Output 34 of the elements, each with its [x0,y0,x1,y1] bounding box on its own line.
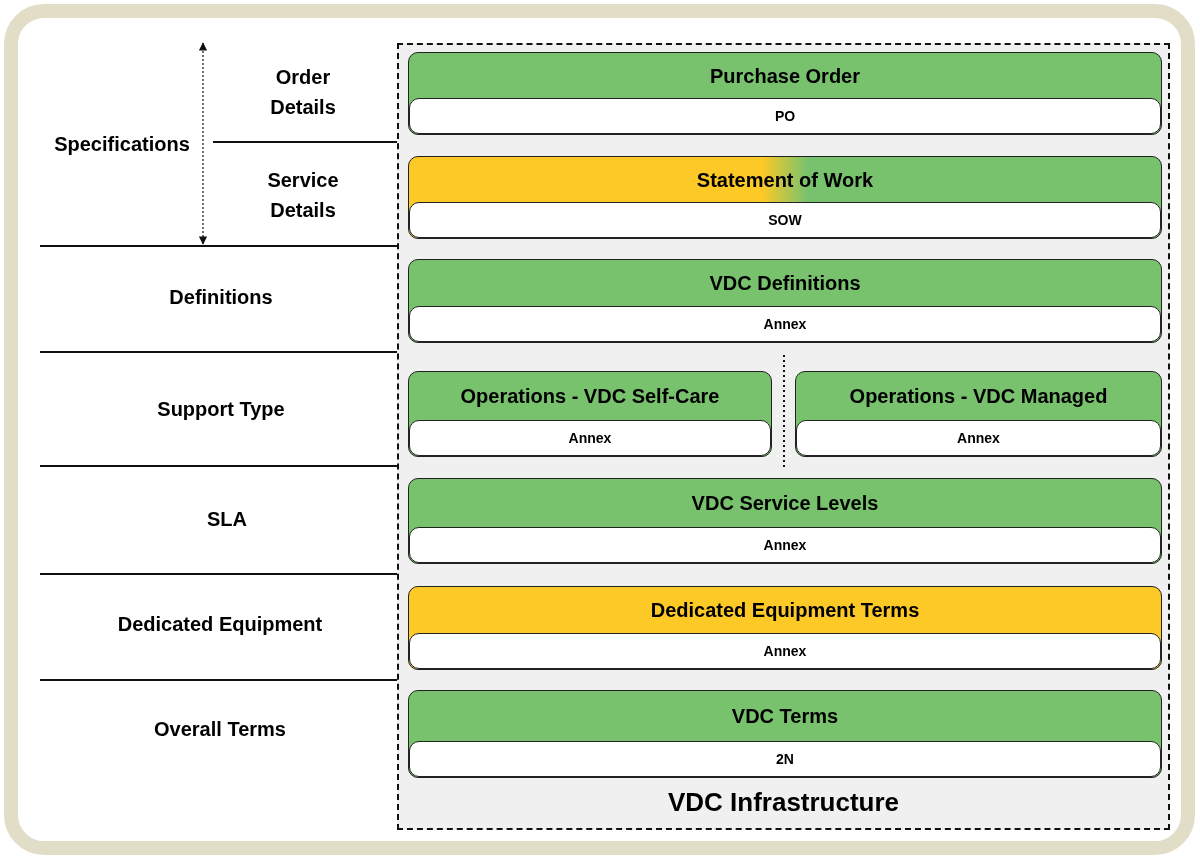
card-title: Dedicated Equipment Terms [650,598,920,623]
row-label: Order Details [269,65,337,120]
annex-box: Annex [409,420,771,456]
card-title: Operations - VDC Managed [849,384,1108,409]
card-title: VDC Definitions [709,271,861,296]
card-title: Statement of Work [696,167,874,193]
annex-box: PO [409,98,1161,134]
annex-box: Annex [409,633,1161,669]
document-card [408,156,1162,239]
annex-box: Annex [796,420,1161,456]
document-card [408,586,1162,670]
row-label: Specifications [53,132,191,157]
card-title: Purchase Order [709,63,861,89]
document-card [408,690,1162,778]
document-card [408,371,772,457]
row-label: Definitions [168,285,274,310]
container-title: VDC Infrastructure [667,786,900,819]
row-label: Service Details [266,168,340,223]
infrastructure-container [397,43,1170,830]
annex-box: SOW [409,202,1161,238]
row-label: Overall Terms [153,717,287,742]
annex-box: 2N [409,741,1161,777]
row-label: SLA [206,507,248,532]
card-title: VDC Terms [731,704,839,729]
annex-box: Annex [409,306,1161,342]
row-label: Dedicated Equipment [116,612,324,637]
document-card [408,52,1162,135]
card-title: Operations - VDC Self-Care [460,384,720,409]
document-card [408,259,1162,343]
document-card [795,371,1162,457]
annex-box: Annex [409,527,1161,563]
card-title: VDC Service Levels [691,491,879,516]
row-label: Support Type [156,397,286,422]
document-card [408,478,1162,564]
